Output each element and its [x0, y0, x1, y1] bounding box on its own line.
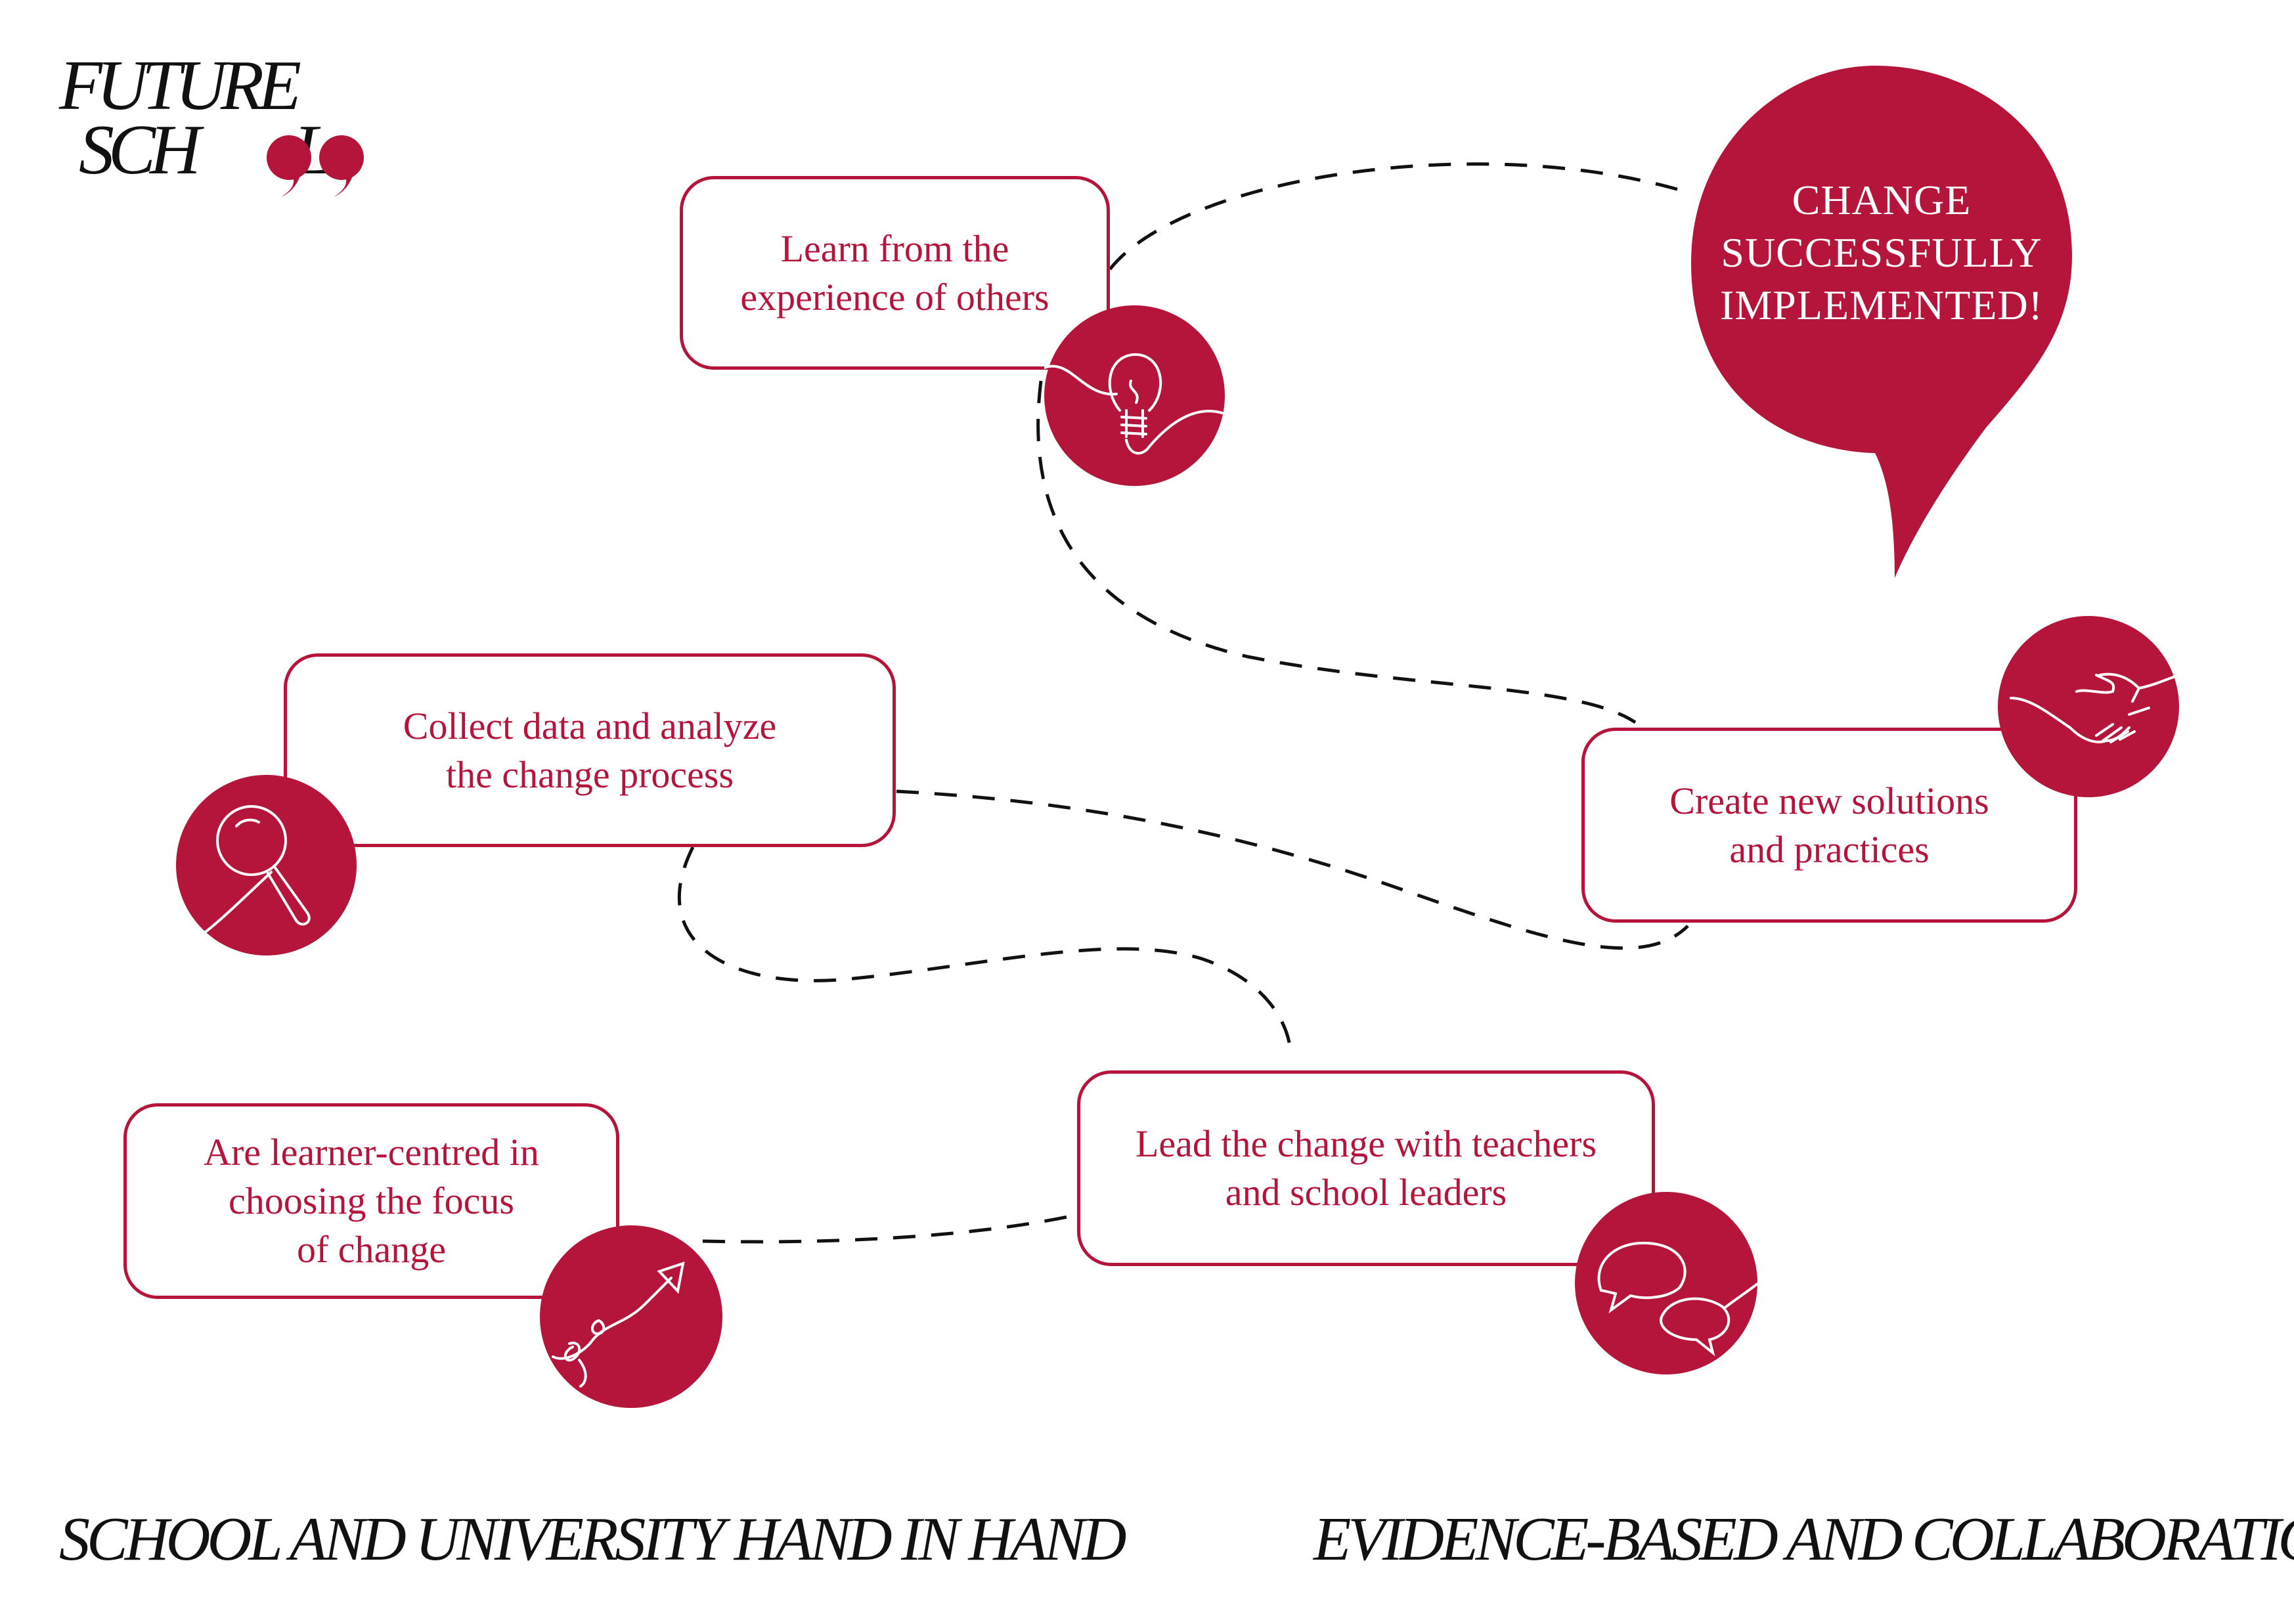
step-collect-line-1: Collect data and analyze: [403, 704, 777, 747]
success-line-3: IMPLEMENTED!: [1720, 282, 2043, 328]
step-lead-card: Lead the change with teachers and school…: [1077, 1070, 1655, 1266]
step-lead-line-2: and school leaders: [1225, 1171, 1507, 1214]
handshake-icon: [1998, 616, 2179, 797]
success-message: CHANGE SUCCESSFULLY IMPLEMENTED!: [1701, 174, 2062, 332]
connector-learner-to-lead: [702, 1213, 1078, 1244]
step-learner-line-2: choosing the focus: [229, 1179, 514, 1222]
connector-collect-to-create: [896, 789, 1689, 950]
logo-sch: SCH: [79, 111, 201, 189]
step-learner-line-1: Are learner-centred in: [204, 1131, 539, 1174]
step-lead-line-1: Lead the change with teachers: [1135, 1122, 1597, 1165]
logo-quote-marks-icon: [267, 135, 364, 197]
step-learn-line-1: Learn from the: [780, 227, 1009, 270]
success-line-1: CHANGE: [1792, 177, 1972, 223]
speech-bubbles-icon: [1575, 1192, 1757, 1374]
footer-tagline-right: EVIDENCE-BASED AND COLLABORATION: [1313, 1505, 2294, 1573]
connector-learn-to-bubble: [1109, 162, 1682, 271]
step-create-card: Create new solutions and practices: [1581, 728, 2077, 923]
lightbulb-icon: [1044, 305, 1225, 486]
success-speech-bubble: [1691, 66, 2072, 578]
footer-tagline-left: SCHOOL AND UNIVERSITY HAND IN HAND: [59, 1505, 1126, 1573]
step-learner-line-3: of change: [296, 1228, 447, 1271]
connector-collect-to-lead: [677, 846, 1292, 1051]
success-line-2: SUCCESSFULLY: [1721, 229, 2042, 276]
magnifier-icon: [176, 775, 357, 955]
logo-line-future: FUTURE: [59, 47, 301, 125]
step-collect-line-2: the change process: [445, 753, 734, 796]
connector-learn-to-create: [1036, 380, 1637, 724]
step-learner-card: Are learner-centred in choosing the focu…: [123, 1103, 619, 1299]
step-learn-line-2: experience of others: [740, 275, 1049, 318]
step-create-line-1: Create new solutions: [1669, 779, 1989, 822]
arrow-growth-icon: [540, 1225, 722, 1408]
step-create-line-2: and practices: [1729, 827, 1930, 871]
step-learn-card: Learn from the experience of others: [680, 176, 1110, 370]
step-collect-card: Collect data and analyze the change proc…: [284, 653, 896, 847]
